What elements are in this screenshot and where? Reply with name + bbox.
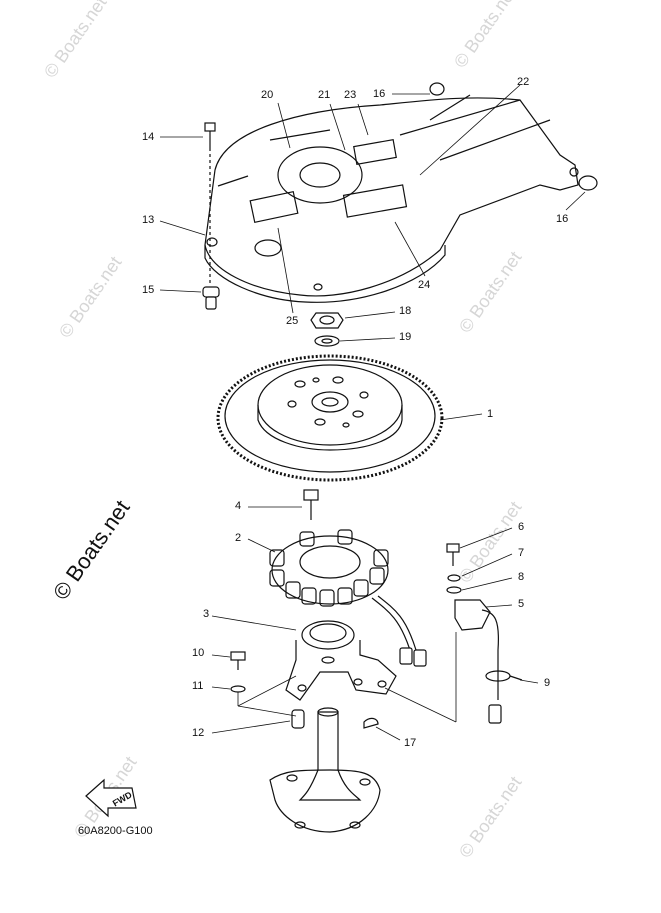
callout-24: 24 — [418, 279, 431, 291]
callout-22: 22 — [517, 76, 530, 88]
callout-8: 8 — [518, 571, 525, 583]
callout-9: 9 — [544, 677, 551, 689]
callout-14: 14 — [142, 131, 155, 143]
callout-13: 13 — [142, 214, 155, 226]
callout-21: 21 — [318, 89, 331, 101]
callout-19: 19 — [399, 331, 412, 343]
callout-6: 6 — [518, 521, 525, 533]
callout-11: 11 — [192, 680, 204, 692]
callout-1: 1 — [487, 408, 494, 420]
callout-25: 25 — [286, 315, 299, 327]
fwd-arrow — [85, 778, 137, 818]
callout-16-right: 16 — [556, 213, 569, 225]
flywheel — [216, 354, 444, 482]
crankshaft — [269, 707, 381, 833]
callout-15: 15 — [142, 284, 155, 296]
callout-7: 7 — [518, 547, 525, 559]
callout-3: 3 — [203, 608, 210, 620]
callout-16-top: 16 — [373, 88, 386, 100]
flywheel-cover — [204, 94, 579, 303]
callout-17: 17 — [404, 737, 417, 749]
callout-5: 5 — [518, 598, 525, 610]
stator — [269, 529, 427, 667]
base-plate — [285, 620, 397, 701]
callout-20: 20 — [261, 89, 274, 101]
drawing-code: 60A8200-G100 — [78, 825, 153, 837]
callout-12: 12 — [192, 727, 205, 739]
callout-23: 23 — [344, 89, 357, 101]
callout-2: 2 — [235, 532, 242, 544]
callout-18: 18 — [399, 305, 412, 317]
callout-10: 10 — [192, 647, 205, 659]
callout-4: 4 — [235, 500, 242, 512]
